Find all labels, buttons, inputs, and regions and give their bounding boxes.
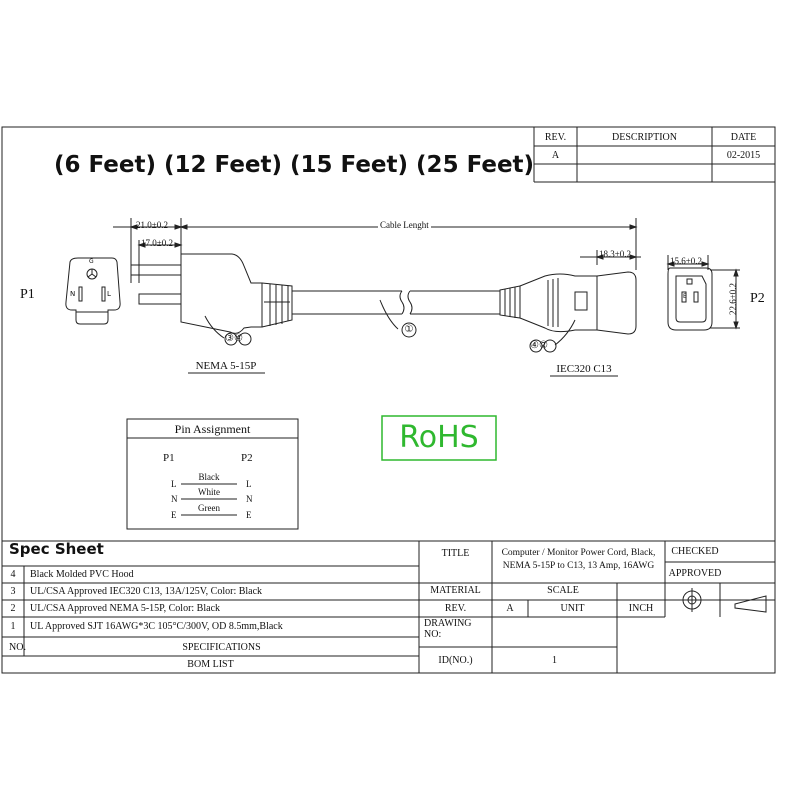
date-header: DATE bbox=[730, 132, 757, 143]
p2-dimension-lines bbox=[580, 250, 740, 330]
iec-label: IEC320 C13 bbox=[556, 363, 612, 375]
page-title: (6 Feet) (12 Feet) (15 Feet) (25 Feet) bbox=[54, 152, 535, 178]
nema-label: NEMA 5-15P bbox=[195, 360, 257, 372]
unit-value: INCH bbox=[628, 603, 654, 614]
cable-lines bbox=[292, 290, 500, 315]
p1-label: P1 bbox=[20, 287, 35, 302]
callout-4b: ④② bbox=[530, 340, 548, 351]
leader-lines bbox=[204, 299, 576, 346]
iec-face-view bbox=[667, 267, 713, 331]
spec-row-1-no: 1 bbox=[10, 621, 16, 632]
spec-sheet-grid bbox=[2, 540, 775, 673]
plug-g-letter: G bbox=[89, 258, 94, 265]
spec-row-4-no: 4 bbox=[10, 569, 16, 580]
pin-assignment-title: Pin Assignment bbox=[174, 422, 251, 436]
scale-label: SCALE bbox=[547, 585, 579, 596]
callout-1: ① bbox=[404, 324, 414, 335]
drawing-frame bbox=[1, 126, 776, 674]
spec-sheet-title: Spec Sheet bbox=[9, 540, 104, 558]
plug-l-letter: L bbox=[107, 290, 111, 298]
pin-col-p1: P1 bbox=[163, 452, 175, 464]
plug-n-letter: N bbox=[70, 290, 76, 298]
nema-plug-side-view bbox=[130, 253, 293, 334]
pin-assignment-box bbox=[126, 418, 299, 530]
rev-label: REV. bbox=[444, 603, 467, 614]
rohs-mark: RoHS bbox=[399, 420, 479, 455]
cable-length-label: Cable Lenght bbox=[378, 219, 431, 231]
spec-row-3-no: 3 bbox=[10, 586, 16, 597]
dimension-22-6: 22.6±0.2 bbox=[727, 283, 738, 315]
callout-4-circle bbox=[238, 332, 252, 346]
pin-row-2-p2: N bbox=[246, 494, 253, 504]
spec-row-1-text: UL Approved SJT 16AWG*3C 105°C/300V, OD … bbox=[30, 621, 283, 632]
rev-label-value: A bbox=[506, 603, 514, 614]
approved-label: APPROVED bbox=[668, 568, 722, 579]
date-value: 02-2015 bbox=[726, 150, 761, 161]
spec-header-no: NO. bbox=[9, 642, 26, 653]
spec-row-2-text: UL/CSA Approved NEMA 5-15P, Color: Black bbox=[30, 603, 221, 614]
pin-row-2-wire: White bbox=[198, 487, 220, 497]
nema-face-view bbox=[65, 257, 121, 325]
dimension-17: 17.0±0.2 bbox=[141, 238, 173, 248]
description-header: DESCRIPTION bbox=[611, 132, 677, 143]
pin-col-p2: P2 bbox=[241, 452, 253, 464]
callout-1-circle bbox=[401, 322, 417, 338]
rohs-box bbox=[381, 415, 497, 461]
unit-label: UNIT bbox=[560, 603, 585, 614]
revision-table-lines bbox=[533, 127, 775, 183]
callout-4b-circle bbox=[529, 339, 543, 353]
pin-row-1-p2: L bbox=[246, 479, 252, 489]
spec-header-specifications: SPECIFICATIONS bbox=[182, 642, 261, 653]
checked-label: CHECKED bbox=[671, 546, 719, 557]
projection-symbol bbox=[679, 588, 768, 613]
rev-value: A bbox=[551, 150, 560, 161]
title-label: TITLE bbox=[441, 548, 470, 559]
title-value-line1: Computer / Monitor Power Cord, Black, bbox=[501, 548, 656, 558]
pin-row-3-wire: Green bbox=[198, 503, 220, 513]
rev-header: REV. bbox=[544, 132, 567, 143]
dimension-15-6: 15.6±0.2 bbox=[670, 256, 702, 266]
spec-row-3-text: UL/CSA Approved IEC320 C13, 13A/125V, Co… bbox=[30, 586, 263, 597]
pin-row-1-wire: Black bbox=[198, 472, 220, 482]
iec-connector-side-view bbox=[499, 271, 637, 335]
p2-label: P2 bbox=[750, 291, 765, 306]
pin-row-2-p1: N bbox=[171, 494, 178, 504]
spec-row-4-text: Black Molded PVC Hood bbox=[30, 569, 134, 580]
drawing-no-label-2: NO: bbox=[424, 629, 442, 640]
material-label: MATERIAL bbox=[430, 585, 481, 596]
pin-row-3-p2: E bbox=[246, 510, 252, 520]
dimension-21: 21.0±0.2 bbox=[136, 220, 168, 230]
pin-row-1-p1: L bbox=[171, 479, 177, 489]
callout-3-circle bbox=[224, 332, 238, 346]
callout-3: ③④ bbox=[225, 333, 243, 344]
iec-e-letter: E bbox=[683, 293, 687, 300]
id-no-label: ID(NO.) bbox=[438, 655, 473, 666]
id-no-value: 1 bbox=[552, 655, 557, 666]
dimension-18-3: 18.3±0.2 bbox=[599, 249, 631, 259]
bom-list-label: BOM LIST bbox=[187, 659, 234, 670]
pin-row-3-p1: E bbox=[171, 510, 177, 520]
p1-dimension-lines bbox=[113, 218, 638, 283]
callout-2-circle bbox=[543, 339, 557, 353]
drawing-no-label-1: DRAWING bbox=[424, 618, 472, 629]
title-value-line2: NEMA 5-15P to C13, 13 Amp, 16AWG bbox=[502, 561, 655, 571]
spec-row-2-no: 2 bbox=[10, 603, 16, 614]
